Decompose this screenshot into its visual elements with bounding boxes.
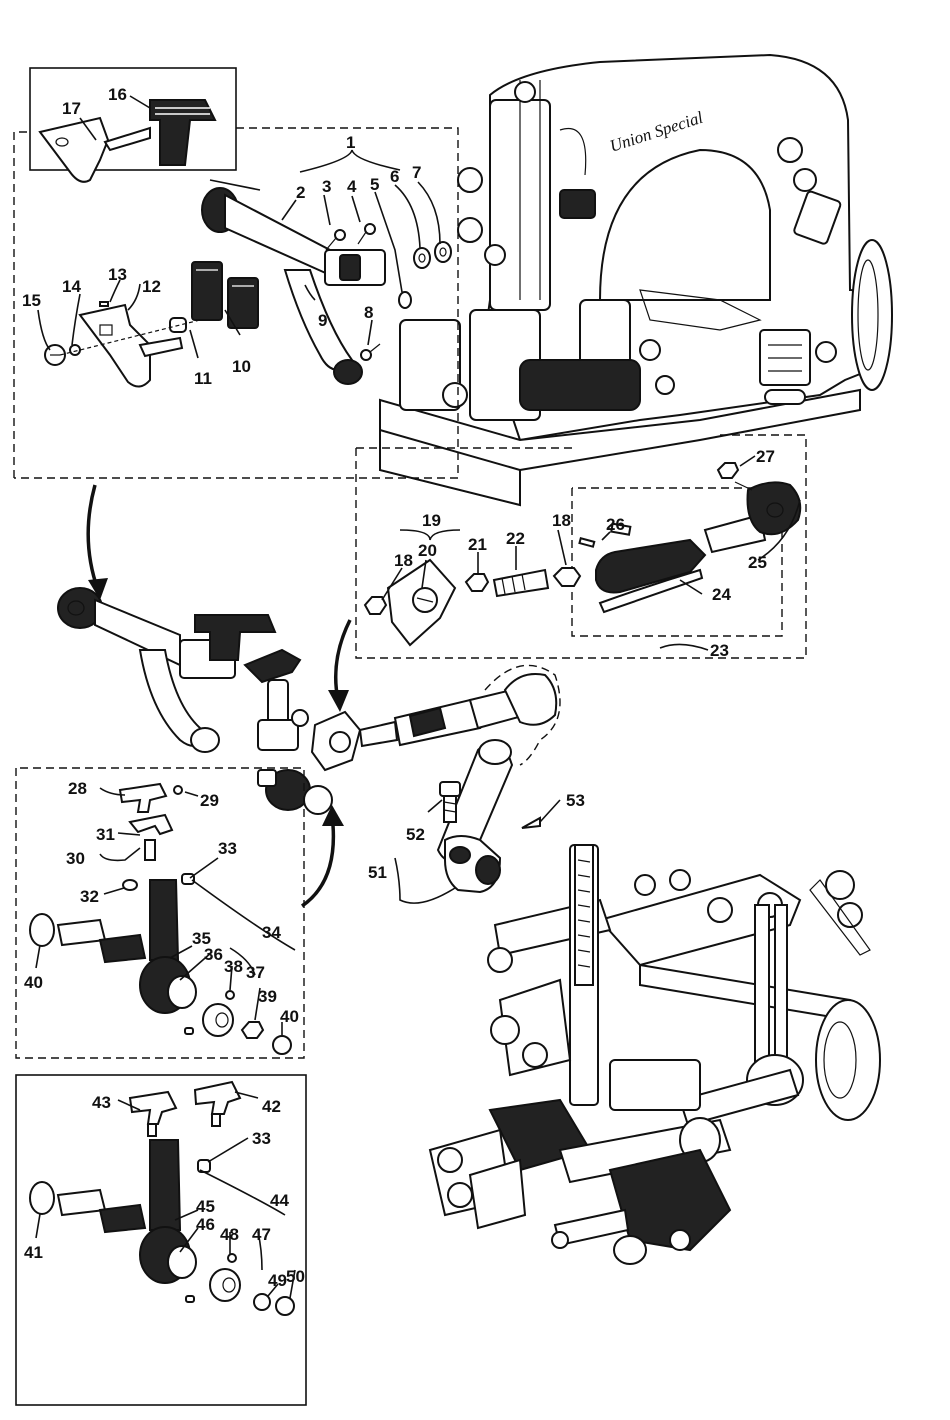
callout-7: 7 [412,163,421,182]
arrow-box-a-to-assembly [88,485,98,590]
callout-25: 25 [748,553,767,572]
assembled-feed-link [312,665,560,770]
callout-18b: 18 [552,511,571,530]
callout-42: 42 [262,1097,281,1116]
callout-27: 27 [756,447,775,466]
callout-38: 38 [224,957,243,976]
part-25-connecting-rod-end [705,463,800,552]
callout-36: 36 [204,945,223,964]
callout-14: 14 [62,277,81,296]
machine-head: Union Special [380,55,892,505]
callout-18a: 18 [394,551,413,570]
callout-47: 47 [252,1225,271,1244]
callout-51: 51 [368,863,387,882]
callout-5: 5 [370,175,379,194]
callout-15: 15 [22,291,41,310]
callout-10: 10 [232,357,251,376]
callout-6: 6 [390,167,399,186]
part-43-looper [130,1092,176,1136]
arrowhead-box-b [328,690,349,712]
callout-9: 9 [318,311,327,330]
part-51-feed-crank [438,740,540,892]
assembled-feed-rocker [58,588,275,752]
callout-39: 39 [258,987,277,1006]
callout-52: 52 [406,825,425,844]
callout-40a: 40 [280,1007,299,1026]
callout-49: 49 [268,1271,287,1290]
callout-4: 4 [347,177,357,196]
callout-53: 53 [566,791,585,810]
callout-20: 20 [418,541,437,560]
callout-24: 24 [712,585,731,604]
callout-33a: 33 [218,839,237,858]
callout-22: 22 [506,529,525,548]
washers-5-6-7 [399,242,451,308]
callout-45: 45 [196,1197,215,1216]
callout-28: 28 [68,779,87,798]
callout-29: 29 [200,791,219,810]
part-17-throat-plate-attachment [40,118,150,182]
callout-48: 48 [220,1225,239,1244]
callout-32: 32 [80,887,99,906]
part-20-link-block [388,560,455,645]
callout-30: 30 [66,849,85,868]
callout-31: 31 [96,825,115,844]
part-10-feed-dog-assembly [192,262,258,328]
underside-mechanism [430,845,880,1264]
callout-37: 37 [246,963,265,982]
arrow-box-b-to-assembly [336,620,350,700]
part-16-feed-dog [150,100,215,165]
callout-19: 19 [422,511,441,530]
callout-41: 41 [24,1243,43,1262]
part-28-looper [120,784,182,812]
callout-33b: 33 [252,1129,271,1148]
callout-46: 46 [196,1215,215,1234]
callout-11: 11 [194,369,212,388]
callout-23: 23 [710,641,729,660]
callout-43: 43 [92,1093,111,1112]
callout-2: 2 [296,183,305,202]
callout-44: 44 [270,1191,289,1210]
part-31-looper [130,815,172,860]
callout-1: 1 [346,133,355,152]
callout-8: 8 [364,303,373,322]
callout-40b: 40 [24,973,43,992]
callout-21: 21 [468,535,487,554]
callout-17: 17 [62,99,81,118]
callout-12: 12 [142,277,161,296]
part-24-connecting-rod [579,524,705,612]
callout-26: 26 [606,515,625,534]
callout-34: 34 [262,923,281,942]
part-42-looper [195,1082,240,1126]
callout-3: 3 [322,177,331,196]
arrow-box-c-to-assembly [302,815,333,906]
callout-13: 13 [108,265,127,284]
callout-16: 16 [108,85,127,104]
callout-50: 50 [286,1267,305,1286]
